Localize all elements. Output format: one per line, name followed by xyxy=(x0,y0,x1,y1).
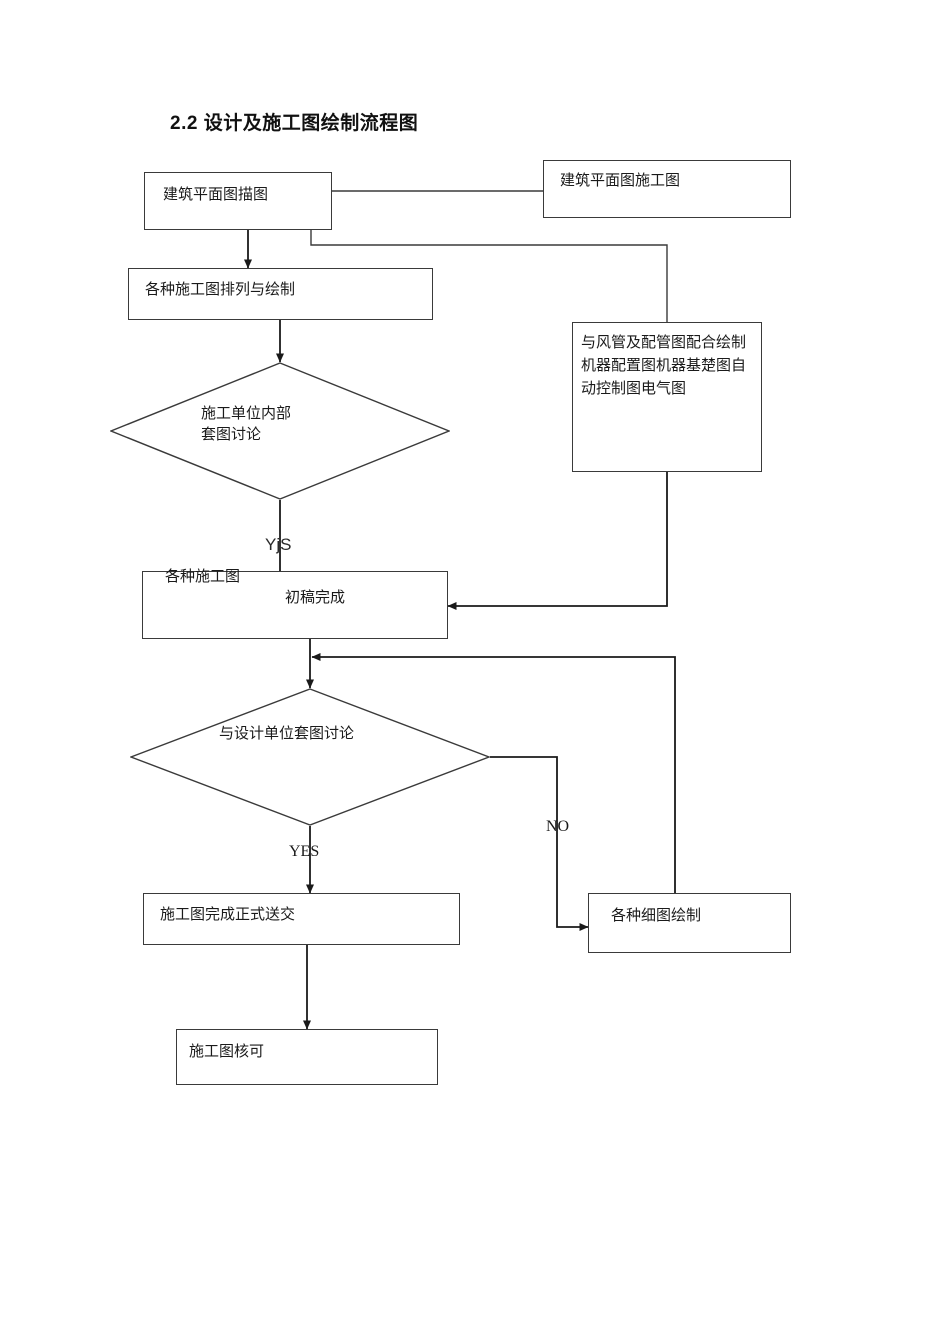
edge-label-no: NO xyxy=(546,818,570,835)
node-label-architectural-plan-construction: 建筑平面图施工图 xyxy=(560,173,681,189)
edge-ducts-to-draft xyxy=(447,472,668,610)
node-label-draft-complete-secondary: 各种施工图 xyxy=(165,569,241,585)
node-label-detail-drawings: 各种细图绘制 xyxy=(611,908,702,924)
edge-design-review-no-to-detail xyxy=(490,756,589,931)
node-architectural-plan-construction[interactable]: 建筑平面图施工图 xyxy=(543,160,791,218)
node-architectural-plan-trace[interactable]: 建筑平面图描图 xyxy=(144,172,332,230)
node-formal-submission[interactable]: 施工图完成正式送交 xyxy=(143,893,460,945)
node-label-draft-complete: 初稿完成 xyxy=(285,590,346,606)
node-label-formal-submission: 施工图完成正式送交 xyxy=(160,907,296,923)
node-detail-drawings[interactable]: 各种细图绘制 xyxy=(588,893,791,953)
node-label-design-unit-review: 与设计单位套图讨论 xyxy=(219,726,355,742)
node-label-internal-review: 施工单位内部 套图讨论 xyxy=(201,406,292,443)
node-approval[interactable]: 施工图核可 xyxy=(176,1029,438,1085)
node-internal-review[interactable]: 施工单位内部 套图讨论 xyxy=(110,362,450,500)
node-arrange-and-draw[interactable]: 各种施工图排列与绘制 xyxy=(128,268,433,320)
node-coordinate-with-ducts[interactable]: 与风管及配管图配合绘制 机器配置图机器基楚图自 动控制图电气图 xyxy=(572,322,762,472)
node-draft-complete[interactable]: 初稿完成 xyxy=(142,571,448,639)
edge-label-yes: YES xyxy=(289,843,320,860)
edge-label-yjs: YjS xyxy=(265,535,292,554)
diamond-shape-design-unit-review xyxy=(130,688,490,826)
page-title: 2.2 设计及施工图绘制流程图 xyxy=(170,113,419,134)
node-label-architectural-plan-trace: 建筑平面图描图 xyxy=(163,187,269,203)
node-label-approval: 施工图核可 xyxy=(189,1044,265,1060)
node-label-arrange-and-draw: 各种施工图排列与绘制 xyxy=(145,282,296,298)
diamond-shape-internal-review xyxy=(110,362,450,500)
node-design-unit-review[interactable]: 与设计单位套图讨论 xyxy=(130,688,490,826)
node-label-coordinate-with-ducts: 与风管及配管图配合绘制 机器配置图机器基楚图自 动控制图电气图 xyxy=(581,335,747,397)
